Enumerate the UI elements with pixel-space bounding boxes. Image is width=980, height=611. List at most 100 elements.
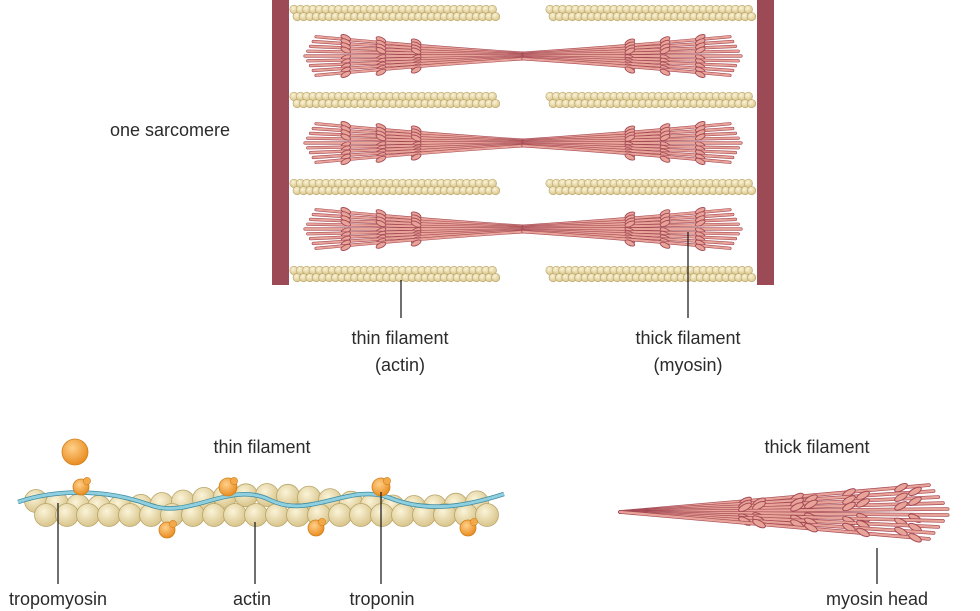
myosin-head xyxy=(375,47,387,55)
myosin-head xyxy=(659,155,671,163)
myosin-head xyxy=(659,241,671,249)
tropomyosin-strand xyxy=(17,491,505,510)
myosin-head xyxy=(659,47,671,55)
myosin-strand-fill xyxy=(618,510,931,541)
actin-monomer xyxy=(328,503,352,527)
thin-filament-right-3 xyxy=(545,178,757,196)
myosin-head xyxy=(659,220,671,228)
thin-filaments xyxy=(289,4,757,283)
actin-monomer xyxy=(118,503,142,527)
actin-monomer xyxy=(370,503,394,527)
myosin-head xyxy=(694,219,706,227)
actin-monomer xyxy=(244,503,268,527)
thick-filament-sublabel: (myosin) xyxy=(653,355,722,375)
myosin-head xyxy=(340,70,352,78)
actin-monomer xyxy=(475,503,499,527)
myosin-head xyxy=(804,522,818,533)
myosin-head xyxy=(410,239,422,247)
troponin-label: troponin xyxy=(349,589,414,609)
myosin-head xyxy=(659,68,671,76)
thick-filament-3 xyxy=(303,207,743,251)
troponin-subunit xyxy=(230,477,238,485)
myosin-strand-fill xyxy=(522,57,731,77)
myosin-head xyxy=(856,490,870,501)
myosin-head xyxy=(694,133,706,141)
myosin-strand-fill xyxy=(522,230,731,250)
actin-bead xyxy=(491,186,501,196)
myosin-head xyxy=(340,219,352,227)
actin-monomer xyxy=(55,503,79,527)
myosin-head xyxy=(624,220,636,228)
myosin-head xyxy=(894,501,908,511)
myosin-head xyxy=(842,501,856,512)
free-calcium-ion xyxy=(61,438,89,466)
myosin-head xyxy=(894,492,908,502)
myosin-head xyxy=(694,157,706,165)
myosin-head xyxy=(856,527,870,538)
actin-bead xyxy=(747,273,757,283)
thick-filament-label: thick filament xyxy=(635,328,740,348)
thin-filament-detail xyxy=(17,438,505,539)
myosin-head xyxy=(659,134,671,142)
myosin-head xyxy=(410,47,422,55)
myosin-head xyxy=(624,134,636,142)
actin-monomer xyxy=(391,503,415,527)
actin-monomer xyxy=(76,503,100,527)
myosin-head xyxy=(894,482,908,493)
actin-monomer xyxy=(223,503,247,527)
myosin-head xyxy=(908,533,922,543)
actin-bead xyxy=(747,12,757,22)
thick-filaments xyxy=(303,34,743,251)
actin-monomer xyxy=(349,503,373,527)
myosin-strand-fill xyxy=(315,230,524,250)
myosin-strand-fill xyxy=(315,57,524,77)
myosin-head xyxy=(894,526,908,537)
myosin-strand-fill xyxy=(315,144,524,164)
myosin-head xyxy=(624,239,636,247)
myosin-head xyxy=(340,133,352,141)
thin-filament-right-4 xyxy=(545,265,757,283)
actin-monomer xyxy=(97,503,121,527)
myosin-head xyxy=(790,502,804,512)
myosin-head xyxy=(410,153,422,161)
actin-monomer xyxy=(202,503,226,527)
troponin-subunit xyxy=(169,520,177,528)
myosin-head xyxy=(694,46,706,54)
myosin-head xyxy=(340,243,352,251)
myosin-head xyxy=(410,66,422,74)
troponin-subunit xyxy=(470,518,478,526)
myosin-head xyxy=(694,243,706,251)
myosin-head xyxy=(375,68,387,76)
myosin-head xyxy=(908,496,922,506)
troponin-subunit xyxy=(83,477,91,485)
thin-filament-right-1 xyxy=(545,4,757,22)
myosin-head xyxy=(738,502,752,513)
thin-filament-left-2 xyxy=(289,91,501,109)
thick-filament-1 xyxy=(303,34,743,78)
actin-bead xyxy=(747,99,757,109)
myosin-head xyxy=(694,70,706,78)
myosin-head xyxy=(752,518,766,529)
myosin-head xyxy=(340,46,352,54)
myosin-head-label: myosin head xyxy=(826,589,928,609)
myosin-head xyxy=(410,220,422,228)
troponin-subunit xyxy=(318,518,326,526)
actin-bead xyxy=(491,99,501,109)
myosin-head xyxy=(624,66,636,74)
myosin-head xyxy=(375,241,387,249)
myosin-head xyxy=(908,486,922,497)
z-disc-right xyxy=(757,0,774,285)
z-disc-left xyxy=(272,0,289,285)
actin-bead xyxy=(747,186,757,196)
thin-filament-left-4 xyxy=(289,265,501,283)
detail-thick-title: thick filament xyxy=(764,437,869,457)
myosin-head xyxy=(340,157,352,165)
myosin-head xyxy=(375,134,387,142)
tropomyosin-label: tropomyosin xyxy=(9,589,107,609)
detail-thin-title: thin filament xyxy=(213,437,310,457)
thick-filament-detail xyxy=(618,482,950,543)
troponin-subunit xyxy=(383,477,391,485)
myosin-head xyxy=(375,155,387,163)
myosin-head xyxy=(624,47,636,55)
thin-filament-left-3 xyxy=(289,178,501,196)
